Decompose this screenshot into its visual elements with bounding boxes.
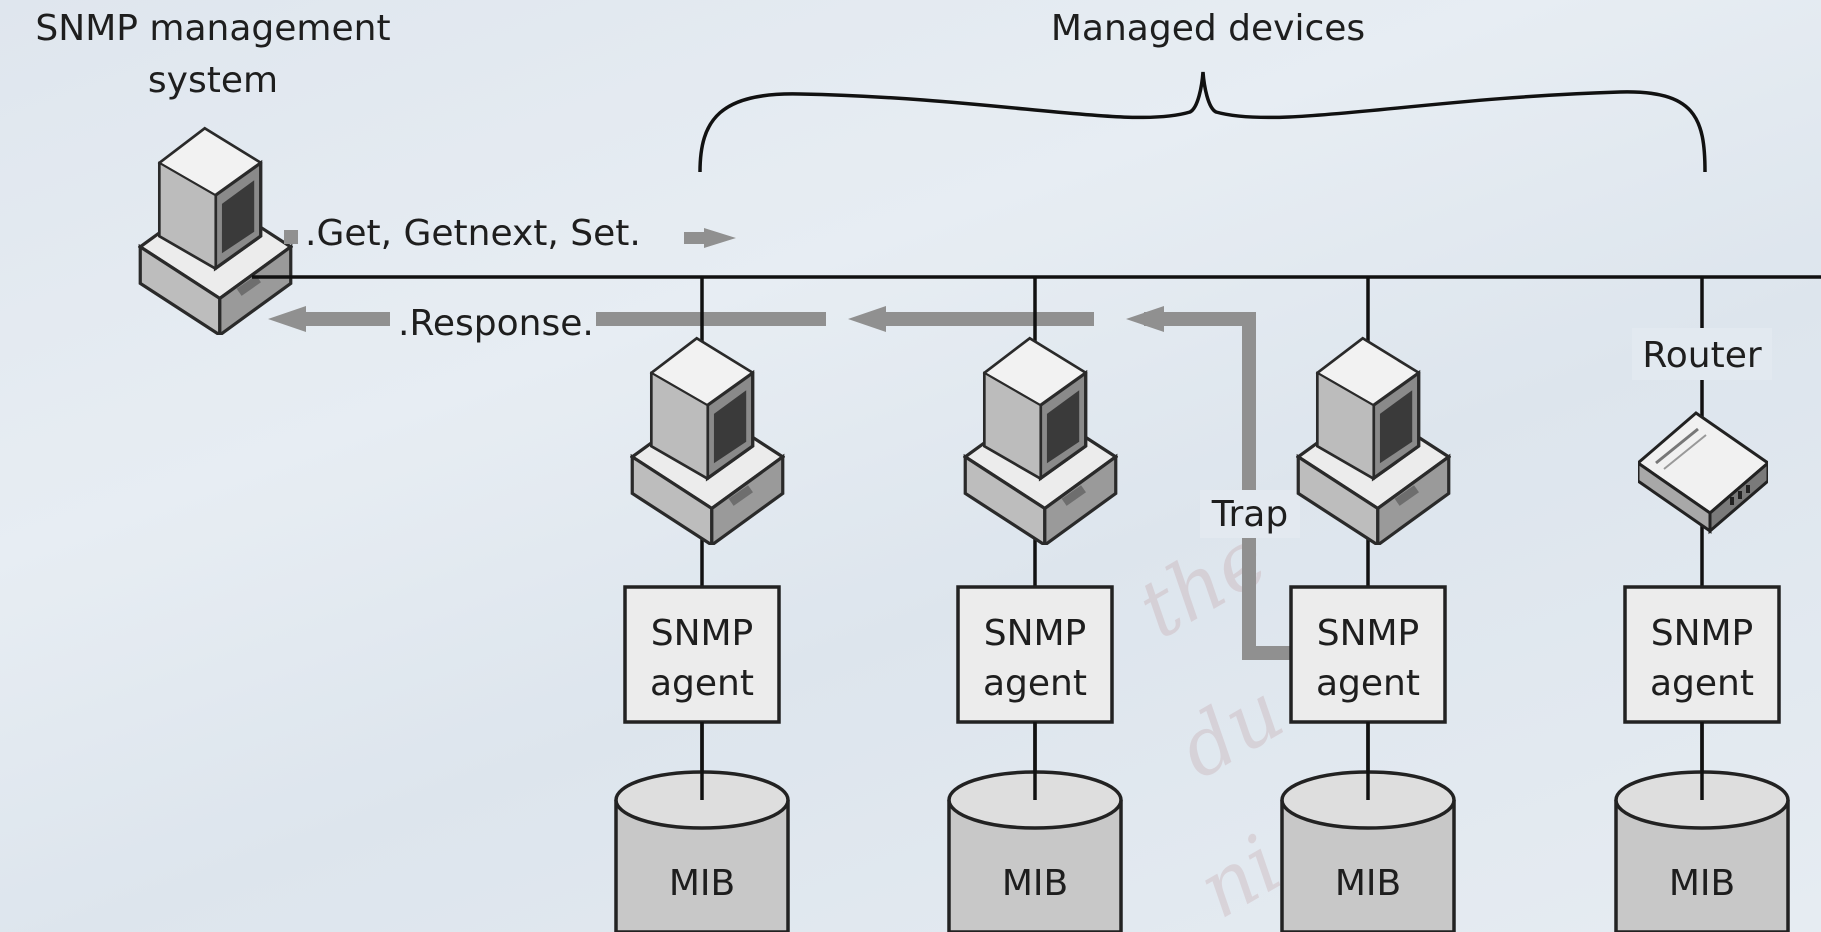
manager-title-line1: SNMP management [35,8,390,49]
response-arrow [268,306,1094,332]
workstation-icon [963,336,1118,545]
snmp-agent-label-line1: SNMP [1317,613,1420,654]
mib-cylinder-body [947,800,1123,932]
mib-label: MIB [1002,863,1068,904]
snmp-agent-label-line2: agent [983,663,1087,704]
response-label: .Response. [398,303,594,344]
mib-label: MIB [1335,863,1401,904]
managed-devices-label: Managed devices [1051,8,1365,49]
trap-arrow [1126,306,1292,660]
snmp-agent-label-line1: SNMP [1651,613,1754,654]
snmp-agent-label-line1: SNMP [651,613,754,654]
workstation-icon [630,336,785,545]
managed-devices: SNMPagentMIBSNMPagentMIBSNMPagentMIBRout… [614,277,1790,932]
mib-cylinder-body [1280,800,1456,932]
snmp-agent-label-line2: agent [650,663,754,704]
request-arrowhead [684,228,736,248]
managed-devices-brace [698,71,1707,173]
router-icon [1638,411,1768,533]
trap-label-bg [1200,490,1300,538]
watermark: the du ni [1123,510,1298,932]
snmp-agent-box [1623,585,1781,724]
request-arrow-tail [284,230,298,244]
snmp-agent-label-line2: agent [1650,663,1754,704]
trap-label: Trap [1211,494,1288,535]
snmp-agent-label-line2: agent [1316,663,1420,704]
snmp-agent-label-line1: SNMP [984,613,1087,654]
workstation-icon [1296,336,1451,545]
snmp-agent-box [1289,585,1447,724]
mib-label: MIB [1669,863,1735,904]
manager-title-line2: system [148,60,278,101]
mib-cylinder-body [1614,800,1790,932]
mib-label: MIB [669,863,735,904]
mib-cylinder-body [614,800,790,932]
request-label: .Get, Getnext, Set. [305,213,641,254]
svg-text:ni: ni [1183,817,1296,932]
manager-workstation-icon [138,126,293,335]
router-label: Router [1642,335,1762,376]
svg-text:du: du [1163,665,1298,797]
